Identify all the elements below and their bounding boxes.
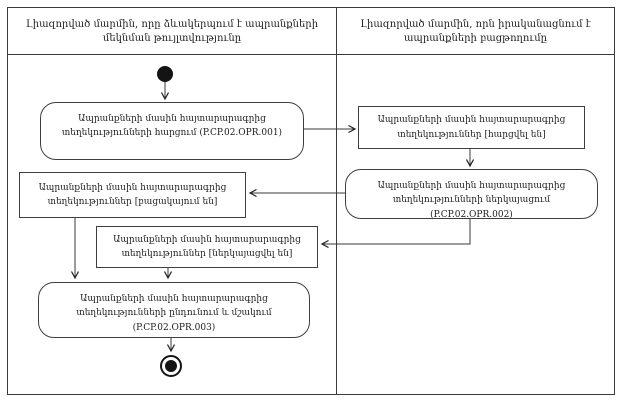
swimlane-header-release-authority: Լիազորված մարմին, որն իրականացնում է ապր… bbox=[360, 18, 591, 45]
final-node bbox=[160, 355, 182, 377]
swimlane-header-departure-authority: Լիազորված մարմին, որը ձևակերպում է ապրան… bbox=[25, 18, 319, 45]
swimlane-header-separator bbox=[7, 54, 615, 55]
object-state-info-submitted: Ապրանքների մասին հայտարարագրից տեղեկությ… bbox=[96, 226, 318, 268]
object-state-info-requested: Ապրանքների մասին հայտարարագրից տեղեկությ… bbox=[358, 106, 585, 149]
initial-node bbox=[157, 66, 173, 82]
final-node-inner-dot bbox=[165, 360, 177, 372]
diagram-outer-border bbox=[7, 7, 615, 395]
activity-opr002-submit-declaration-info: Ապրանքների մասին հայտարարագրից տեղեկությ… bbox=[345, 169, 598, 220]
swimlane-divider bbox=[336, 7, 337, 395]
activity-opr003-receive-process-declaration-info: Ապրանքների մասին հայտարարագրից տեղեկությ… bbox=[38, 282, 310, 338]
activity-opr001-request-declaration-info: Ապրանքների մասին հայտարարագրից տեղեկությ… bbox=[40, 102, 304, 160]
object-state-info-absent: Ապրանքների մասին հայտարարագրից տեղեկությ… bbox=[19, 172, 246, 218]
